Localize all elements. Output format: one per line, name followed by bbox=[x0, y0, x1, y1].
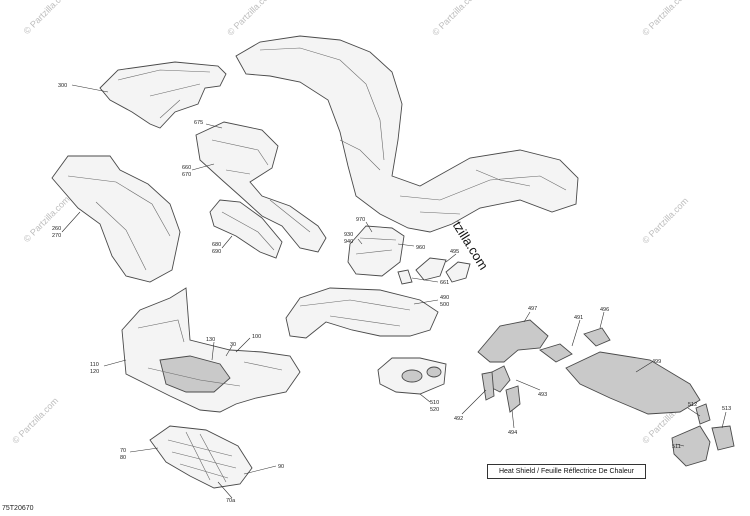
part-680-panel bbox=[209, 199, 283, 259]
callout-511: 511 bbox=[672, 444, 681, 450]
watermark: © Partzilla.com bbox=[22, 194, 72, 244]
callout-940: 940 bbox=[344, 239, 353, 245]
callout-500: 500 bbox=[440, 302, 449, 308]
watermark: © Partzilla.com bbox=[10, 396, 60, 446]
callout-660: 660 bbox=[182, 165, 191, 171]
callout-496: 496 bbox=[600, 307, 609, 313]
watermark: © Partzilla.com bbox=[640, 196, 690, 246]
callout-680: 680 bbox=[212, 242, 221, 248]
callout-690: 690 bbox=[212, 249, 221, 255]
callout-300: 300 bbox=[58, 83, 67, 89]
watermark: © Partzilla.com bbox=[640, 0, 690, 38]
callout-70a: 70a bbox=[226, 498, 236, 504]
callout-499: 499 bbox=[652, 359, 661, 365]
watermark: © Partzilla.com bbox=[430, 0, 480, 38]
callout-labels: 300 675 660 670 260 270 680 690 970 930 … bbox=[52, 83, 731, 504]
part-510-vent bbox=[377, 357, 447, 395]
part-930-bracket bbox=[347, 225, 405, 277]
part-300-panel bbox=[99, 61, 227, 129]
part-70-grate bbox=[149, 425, 253, 489]
callout-260: 260 bbox=[52, 226, 61, 232]
leader-lines bbox=[61, 84, 727, 499]
part-260-panel bbox=[51, 155, 181, 283]
part-490-panel bbox=[285, 287, 439, 339]
callout-510: 510 bbox=[430, 400, 439, 406]
callout-495: 495 bbox=[450, 249, 459, 255]
callout-270: 270 bbox=[52, 233, 61, 239]
callout-494: 494 bbox=[508, 430, 517, 436]
callout-493: 493 bbox=[538, 392, 547, 398]
part-660-panel bbox=[195, 121, 327, 253]
part-main-fender bbox=[235, 35, 579, 233]
callout-30: 30 bbox=[230, 342, 236, 348]
callout-70: 70 bbox=[120, 448, 126, 454]
diagram-code: 75T20670 bbox=[2, 505, 34, 512]
callout-675: 675 bbox=[194, 120, 203, 126]
callout-110: 110 bbox=[90, 362, 99, 368]
callout-520: 520 bbox=[430, 407, 439, 413]
callout-492: 492 bbox=[454, 416, 463, 422]
callout-497: 497 bbox=[528, 306, 537, 312]
callout-100: 100 bbox=[252, 334, 261, 340]
callout-930: 930 bbox=[344, 232, 353, 238]
callout-661: 661 bbox=[440, 280, 449, 286]
callout-513: 513 bbox=[722, 406, 731, 412]
part-heat-shields bbox=[477, 319, 735, 467]
watermark: © Partzilla.com bbox=[225, 0, 275, 38]
part-495-clip bbox=[397, 257, 471, 285]
callout-970: 970 bbox=[356, 217, 365, 223]
callout-120: 120 bbox=[90, 369, 99, 375]
callout-960: 960 bbox=[416, 245, 425, 251]
callout-80: 80 bbox=[120, 455, 126, 461]
callout-670: 670 bbox=[182, 172, 191, 178]
heat-shield-legend: Heat Shield / Feuille Réflectrice De Cha… bbox=[487, 464, 646, 479]
part-110-panel bbox=[121, 287, 301, 413]
callout-90: 90 bbox=[278, 464, 284, 470]
watermark: © Partzilla.com bbox=[22, 0, 72, 36]
callout-512: 512 bbox=[688, 402, 697, 408]
callout-490: 490 bbox=[440, 295, 449, 301]
callout-130: 130 bbox=[206, 337, 215, 343]
callout-491: 491 bbox=[574, 315, 583, 321]
